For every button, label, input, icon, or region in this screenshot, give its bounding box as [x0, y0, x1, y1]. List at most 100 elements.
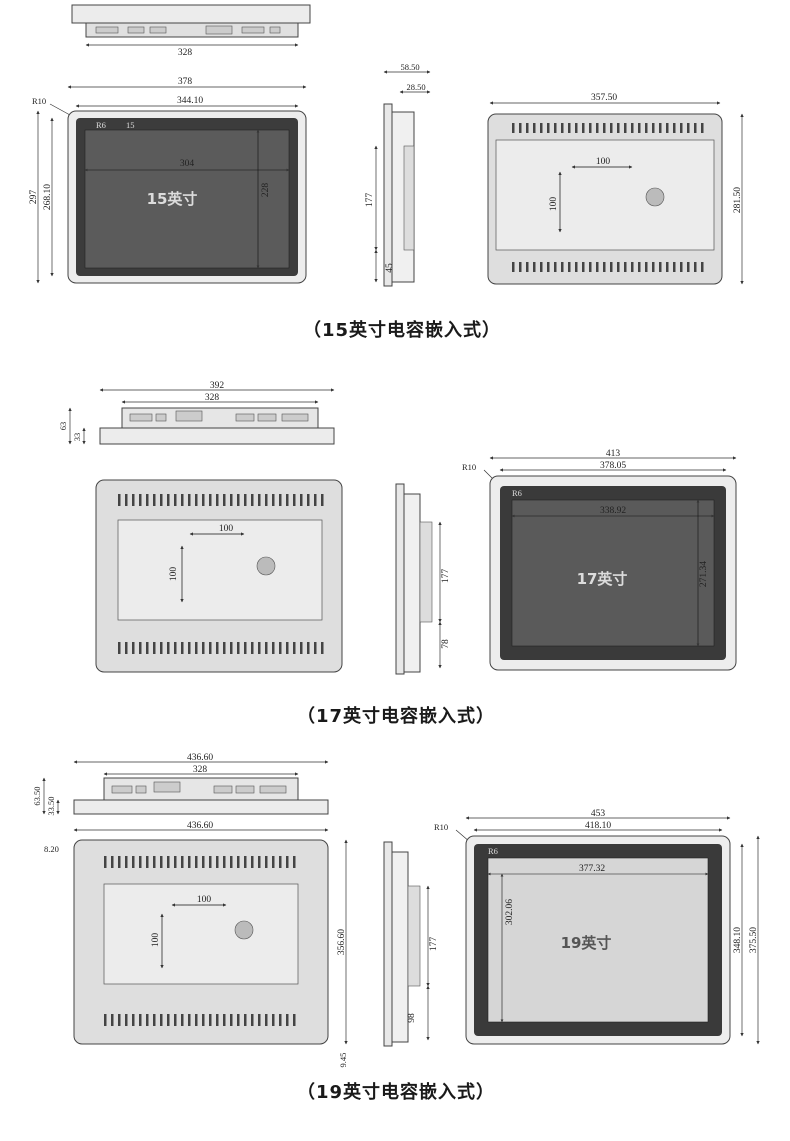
vent-slot	[279, 1014, 282, 1026]
vent-slot	[533, 262, 536, 272]
vent-slot	[216, 1014, 219, 1026]
screen-size-label: 17英寸	[577, 570, 628, 588]
vent-slot	[293, 1014, 296, 1026]
vent-slot	[258, 856, 261, 868]
vent-slot	[300, 642, 303, 654]
vent-slot	[251, 856, 254, 868]
connector-strip	[85, 22, 299, 38]
vent-slot	[244, 642, 247, 654]
vent-slot	[701, 262, 704, 272]
dim-vesa-height: 100	[169, 567, 179, 582]
vent-slot	[279, 642, 282, 654]
panel19-top-view: 436.60 328 63.50 33.50	[32, 753, 329, 816]
vent-slots-bottom	[512, 262, 704, 272]
dim-top-inner: 328	[193, 765, 208, 775]
vent-slot	[519, 123, 522, 133]
side-housing	[391, 851, 409, 1043]
vent-slot	[314, 642, 317, 654]
dim-top-depth-2: 33	[72, 433, 82, 442]
vent-slot	[617, 123, 620, 133]
display-area	[84, 129, 290, 269]
vent-slot	[153, 1014, 156, 1026]
vent-slot	[272, 856, 275, 868]
vent-slot	[244, 1014, 247, 1026]
vent-slot	[519, 262, 522, 272]
dim-back-width: 357.50	[591, 93, 617, 103]
dim-vesa-width: 100	[197, 895, 212, 905]
dim-outer-height: 297	[29, 190, 39, 205]
vent-slot	[673, 262, 676, 272]
vent-slot	[160, 494, 163, 506]
side-vent	[407, 885, 421, 987]
vent-slot	[118, 642, 121, 654]
side-front-plate	[383, 103, 393, 287]
vent-slot	[265, 856, 268, 868]
vent-slot	[293, 494, 296, 506]
vent-slot	[181, 642, 184, 654]
dim-top-inner: 328	[205, 393, 220, 403]
dim-back-bottom: 9.45	[338, 1053, 348, 1068]
vent-slot	[694, 123, 697, 133]
dim-top-outer: 436.60	[187, 753, 213, 763]
vent-slot	[631, 262, 634, 272]
vent-slot	[202, 642, 205, 654]
vent-slot	[624, 262, 627, 272]
vent-slot	[561, 123, 564, 133]
vent-slot	[125, 856, 128, 868]
vent-slot	[666, 262, 669, 272]
vent-slot	[132, 642, 135, 654]
dim-active-width: 304	[180, 159, 195, 169]
speaker-grille	[256, 556, 276, 576]
vent-slot	[202, 856, 205, 868]
vent-slot	[146, 642, 149, 654]
vent-slot	[526, 123, 529, 133]
dim-vesa-height: 100	[151, 933, 161, 948]
connector-ports	[129, 410, 309, 422]
panel17-side-view: 177 78	[395, 483, 451, 675]
dim-radius: R10	[32, 96, 46, 106]
dim-top-width: 328	[178, 48, 193, 58]
dim-top-outer: 392	[210, 381, 225, 391]
vent-slot	[139, 494, 142, 506]
vent-slot	[139, 856, 142, 868]
panel-15: 328 378 344.10 R10 R6 15 304 228 15英寸 29…	[29, 4, 744, 341]
top-front-plate	[73, 799, 329, 815]
vent-slot	[216, 494, 219, 506]
dim-inner-height: 268.10	[43, 184, 53, 210]
vent-slot	[575, 262, 578, 272]
vent-slot	[167, 494, 170, 506]
vent-slot	[118, 1014, 121, 1026]
panel15-back-view: 357.50 100 100 281.50	[487, 93, 744, 285]
vent-slot	[540, 123, 543, 133]
vent-slot	[160, 642, 163, 654]
dim-back-width: 436.60	[187, 821, 213, 831]
side-housing	[403, 493, 421, 673]
vent-slot	[216, 642, 219, 654]
vent-slot	[321, 494, 324, 506]
vent-slot	[223, 1014, 226, 1026]
vent-slot	[174, 494, 177, 506]
vent-slot	[146, 1014, 149, 1026]
vent-slot	[687, 262, 690, 272]
vent-slot	[272, 642, 275, 654]
vent-slots-top	[118, 494, 324, 506]
vent-slot	[195, 494, 198, 506]
vent-slot	[286, 1014, 289, 1026]
panel17-front-view: 413 378.05 R10 R6 338.92 271.34 17英寸	[462, 449, 737, 671]
vent-slot	[118, 494, 121, 506]
vent-slots-bottom	[104, 1014, 296, 1026]
vent-slot	[272, 1014, 275, 1026]
vent-slot	[568, 262, 571, 272]
vent-slot	[216, 856, 219, 868]
vent-slot	[554, 123, 557, 133]
side-vent	[403, 145, 415, 251]
vent-slot	[104, 1014, 107, 1026]
vent-slot	[209, 1014, 212, 1026]
vent-slot	[230, 856, 233, 868]
vent-slot	[237, 1014, 240, 1026]
vent-slot	[673, 123, 676, 133]
dim-side-body: 177	[365, 193, 375, 208]
vent-slot	[694, 262, 697, 272]
vent-slot	[652, 262, 655, 272]
vent-slot	[582, 123, 585, 133]
